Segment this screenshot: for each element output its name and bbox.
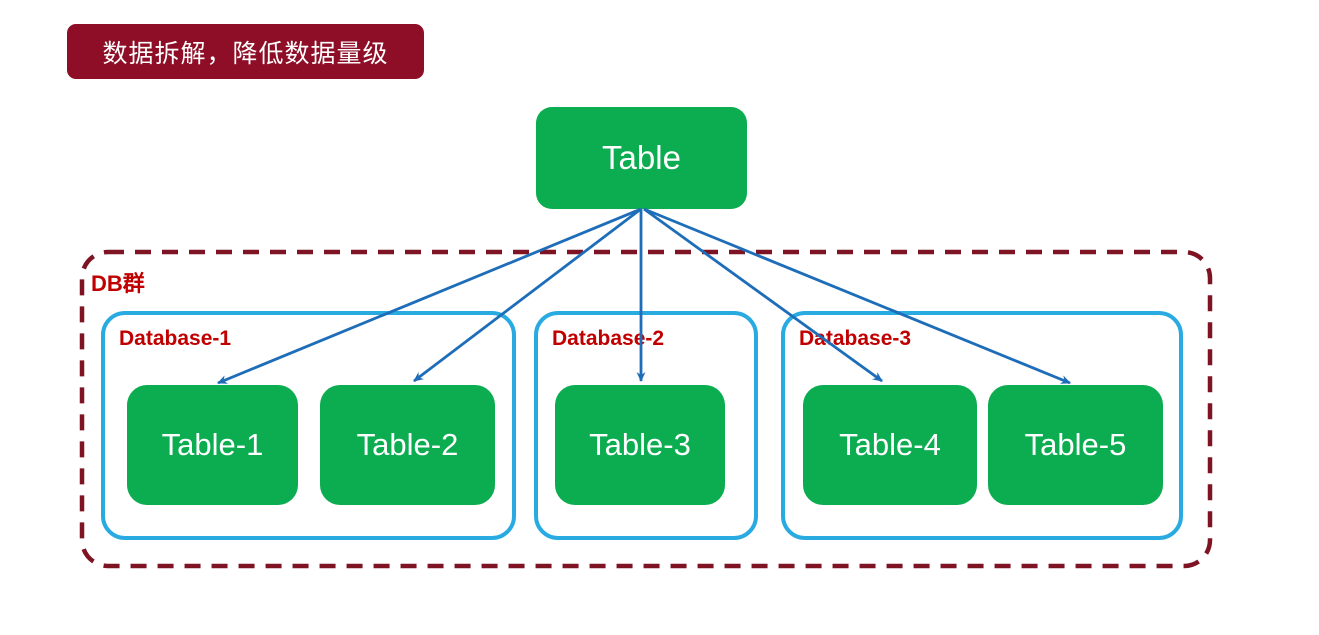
node-table-3-label: Table-3 — [589, 427, 691, 462]
node-table-1: Table-1 — [127, 385, 298, 505]
node-table-1-label: Table-1 — [161, 427, 264, 462]
database-3-label: Database-3 — [799, 327, 912, 350]
node-table-4-label: Table-4 — [839, 427, 941, 462]
node-table-5: Table-5 — [988, 385, 1163, 505]
database-1-label: Database-1 — [119, 327, 232, 350]
node-table-4: Table-4 — [803, 385, 977, 505]
database-2-label: Database-2 — [552, 327, 665, 350]
node-table-root-label: Table — [602, 139, 681, 176]
title-banner: 数据拆解，降低数据量级 — [67, 24, 424, 79]
db-cluster-label: DB群 — [91, 271, 145, 296]
node-table-2: Table-2 — [320, 385, 495, 505]
node-table-5-label: Table-5 — [1024, 427, 1127, 462]
node-table-3: Table-3 — [555, 385, 725, 505]
node-table-root: Table — [536, 107, 747, 209]
node-table-2-label: Table-2 — [356, 427, 459, 462]
title-banner-label: 数据拆解，降低数据量级 — [102, 40, 389, 68]
